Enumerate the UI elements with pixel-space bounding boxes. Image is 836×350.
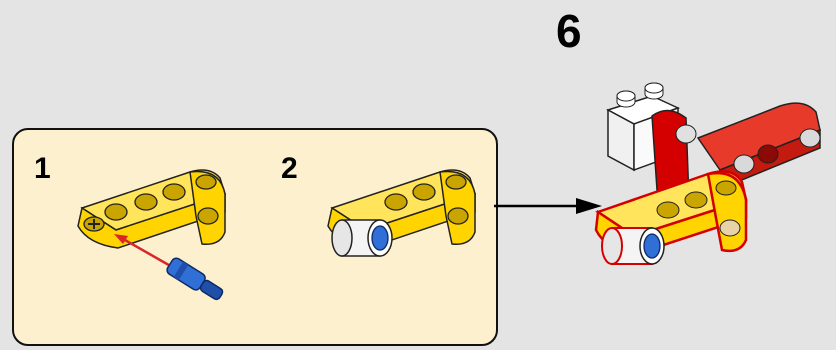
yellow-l-beam-with-pin-assembled-icon xyxy=(327,169,476,257)
callout-arrow-icon xyxy=(494,198,602,214)
yellow-l-beam-with-blue-pin-insert-icon xyxy=(77,169,226,301)
assembled-model-red-yellow-beams-icon xyxy=(594,82,821,265)
substep-1-label: 1 xyxy=(34,152,51,185)
substep-2-label: 2 xyxy=(281,152,298,185)
step-number: 6 xyxy=(556,5,582,57)
